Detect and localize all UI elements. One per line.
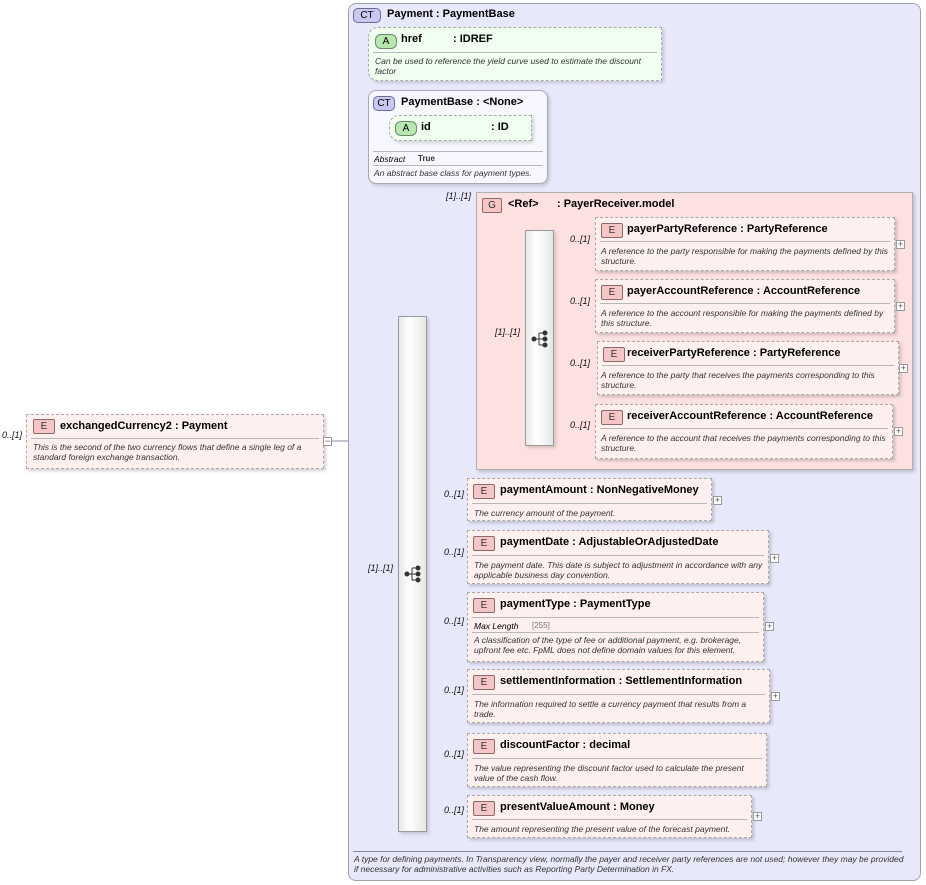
element-cardinality: 0..[1] [444, 547, 465, 557]
element-description: A classification of the type of fee or a… [474, 635, 742, 655]
facet-key: Max Length [474, 621, 519, 631]
facet-value: True [418, 154, 435, 163]
element-title: paymentDate : AdjustableOrAdjustedDate [500, 536, 719, 548]
attribute-id[interactable]: A id : ID [389, 115, 532, 141]
group-cardinality: [1]..[1] [446, 191, 472, 201]
element-presentValueAmount[interactable]: E presentValueAmount : Money The amount … [467, 795, 752, 838]
element-cardinality: 0..[1] [570, 234, 591, 244]
element-settlementInformation[interactable]: E settlementInformation : SettlementInfo… [467, 669, 770, 723]
element-description: The information required to settle a cur… [474, 699, 747, 719]
attribute-type: : ID [491, 121, 509, 133]
element-badge: E [603, 347, 625, 362]
group-badge: G [482, 198, 502, 213]
expand-toggle[interactable]: + [896, 239, 905, 249]
element-receiverAccountReference[interactable]: E receiverAccountReference : AccountRefe… [595, 404, 893, 459]
root-element-exchangedCurrency2[interactable]: E exchangedCurrency2 : Payment This is t… [26, 414, 324, 469]
complex-type-title: PaymentBase : <None> [401, 96, 524, 108]
element-badge: E [33, 419, 55, 434]
expand-toggle[interactable]: + [771, 691, 780, 701]
group-ref: <Ref> [508, 198, 539, 210]
expand-toggle[interactable]: + [765, 621, 774, 631]
expand-toggle[interactable]: + [899, 363, 908, 373]
element-badge: E [473, 598, 495, 613]
collapse-toggle[interactable]: − [323, 436, 332, 446]
element-title: exchangedCurrency2 : Payment [60, 420, 228, 432]
element-title: settlementInformation : SettlementInform… [500, 675, 743, 687]
element-title: payerAccountReference : AccountReference [627, 285, 861, 297]
attribute-badge: A [395, 121, 417, 136]
element-cardinality: 0..[1] [444, 489, 465, 499]
sequence-icon [404, 565, 421, 583]
attribute-badge: A [375, 34, 397, 49]
element-title: paymentType : PaymentType [500, 598, 651, 610]
attribute-href[interactable]: A href : IDREF Can be used to reference … [368, 27, 662, 81]
expand-toggle[interactable]: + [713, 495, 722, 505]
element-cardinality: 0..[1] [444, 616, 465, 626]
sequence-cardinality: [1]..[1] [368, 563, 394, 573]
element-cardinality: 0..[1] [444, 685, 465, 695]
attribute-name: href [401, 33, 422, 45]
complex-type-badge: CT [353, 8, 381, 23]
element-title: discountFactor : decimal [500, 739, 631, 751]
element-description: This is the second of the two currency f… [33, 442, 302, 462]
complex-type-paymentbase[interactable]: CT PaymentBase : <None> A id : ID Abstra… [368, 90, 548, 184]
element-receiverPartyReference[interactable]: E receiverPartyReference : PartyReferenc… [597, 341, 899, 395]
sequence-icon [531, 330, 548, 348]
element-paymentType[interactable]: E paymentType : PaymentType Max Length [… [467, 592, 764, 662]
element-badge: E [473, 536, 495, 551]
element-paymentDate[interactable]: E paymentDate : AdjustableOrAdjustedDate… [467, 530, 769, 584]
element-title: payerPartyReference : PartyReference [627, 223, 828, 235]
element-badge: E [473, 801, 495, 816]
attribute-name: id [421, 121, 431, 133]
element-cardinality: 0..[1] [444, 749, 465, 759]
element-discountFactor[interactable]: E discountFactor : decimal The value rep… [467, 733, 767, 787]
element-paymentAmount[interactable]: E paymentAmount : NonNegativeMoney The c… [467, 478, 712, 521]
element-payerAccountReference[interactable]: E payerAccountReference : AccountReferen… [595, 279, 895, 333]
element-cardinality: 0..[1] [570, 420, 591, 430]
element-description: A reference to the account that receives… [601, 433, 886, 453]
element-title: receiverAccountReference : AccountRefere… [627, 410, 873, 422]
element-badge: E [473, 484, 495, 499]
element-cardinality: 0..[1] [570, 358, 591, 368]
group-type: : PayerReceiver.model [557, 198, 675, 210]
element-badge: E [473, 739, 495, 754]
element-description: The value representing the discount fact… [474, 763, 744, 783]
expand-toggle[interactable]: + [753, 811, 762, 821]
complex-type-description: An abstract base class for payment types… [374, 168, 532, 178]
element-title: paymentAmount : NonNegativeMoney [500, 484, 699, 496]
element-badge: E [601, 285, 623, 300]
element-payerPartyReference[interactable]: E payerPartyReference : PartyReference A… [595, 217, 895, 271]
facet-key: Abstract [374, 154, 406, 164]
element-badge: E [601, 410, 623, 425]
attribute-type: : IDREF [453, 33, 493, 45]
element-description: The currency amount of the payment. [474, 508, 616, 518]
facet-value: [255] [532, 621, 550, 630]
element-title: presentValueAmount : Money [500, 801, 655, 813]
expand-toggle[interactable]: + [770, 553, 779, 563]
element-description: A reference to the party that receives t… [601, 370, 875, 390]
element-title: receiverPartyReference : PartyReference [627, 347, 841, 359]
expand-toggle[interactable]: + [894, 426, 903, 436]
element-badge: E [601, 223, 623, 238]
element-cardinality: 0..[1] [444, 805, 465, 815]
attribute-description: Can be used to reference the yield curve… [375, 56, 642, 76]
sequence-cardinality: [1]..[1] [495, 327, 521, 337]
root-cardinality: 0..[1] [2, 430, 23, 440]
element-cardinality: 0..[1] [570, 296, 591, 306]
element-badge: E [473, 675, 495, 690]
complex-type-description: A type for defining payments. In Transpa… [354, 854, 904, 874]
element-description: The amount representing the present valu… [474, 824, 731, 834]
expand-toggle[interactable]: + [896, 301, 905, 311]
element-description: The payment date. This date is subject t… [474, 560, 763, 580]
element-description: A reference to the party responsible for… [601, 246, 888, 266]
complex-type-title: Payment : PaymentBase [387, 8, 515, 20]
complex-type-badge: CT [373, 96, 395, 111]
element-description: A reference to the account responsible f… [601, 308, 884, 328]
